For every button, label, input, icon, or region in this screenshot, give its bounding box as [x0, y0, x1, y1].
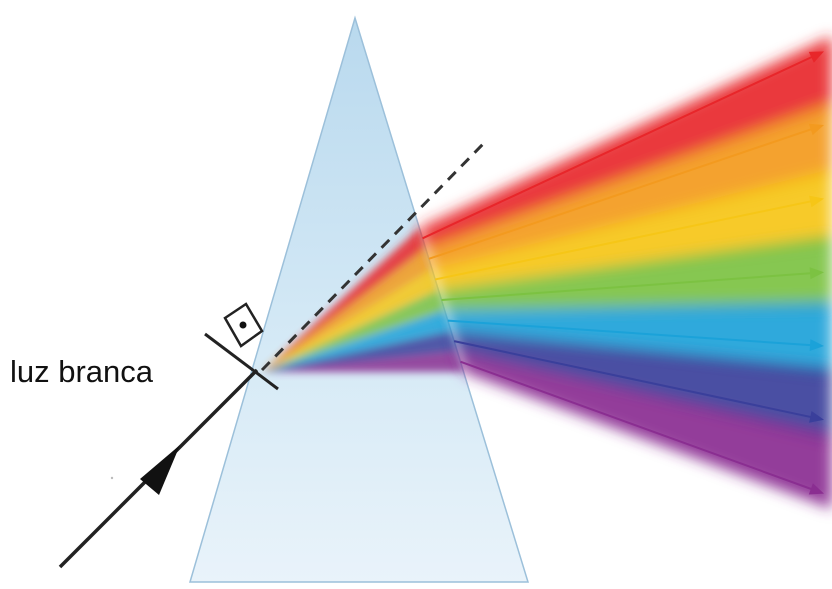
- spectrum-ray-line: [460, 360, 815, 491]
- spectrum-band-inner: [262, 351, 464, 372]
- spectrum-ray-arrowhead: [808, 51, 824, 63]
- white-light-label: luz branca: [10, 354, 154, 389]
- spectrum-band-inner: [262, 330, 458, 372]
- incident-ray-arrowhead: [140, 445, 180, 495]
- spectrum-ray-arrowhead: [809, 339, 824, 352]
- spectrum-ray-arrowhead: [808, 483, 824, 495]
- spectrum-ray-arrowhead: [809, 195, 824, 208]
- spectrum-band-inner: [262, 269, 439, 372]
- spectrum-beam: [419, 36, 832, 509]
- spectrum-band-inner: [262, 310, 451, 372]
- spectrum-band-outer: [419, 36, 832, 249]
- spectrum-band-outer: [457, 351, 832, 509]
- spectrum-ray-line: [441, 272, 815, 301]
- spectrum-rays: [422, 51, 824, 495]
- spectrum-ray-arrowhead: [809, 411, 824, 423]
- spectrum-band-outer: [444, 301, 832, 377]
- spectrum-ray-arrowhead: [808, 123, 824, 136]
- spectrum-band-outer: [438, 235, 832, 311]
- spectrum-band-inner: [262, 248, 433, 372]
- spectrum-ray-line: [434, 199, 815, 281]
- spectrum-band-outer: [425, 102, 832, 270]
- normal-line: [204, 332, 279, 391]
- spectrum-ray-line: [447, 319, 815, 347]
- spectrum-ray-line: [428, 127, 815, 260]
- spectrum-ray-line: [453, 340, 815, 419]
- right-angle-dot: [239, 321, 247, 329]
- spectrum-ray-arrowhead: [809, 267, 824, 280]
- spectrum-inside-prism: [262, 228, 464, 372]
- faint-dot: [110, 476, 114, 480]
- spectrum-band-inner: [262, 228, 426, 372]
- spectrum-ray-line: [422, 55, 815, 240]
- dashed-extension-line: [260, 140, 487, 372]
- spectrum-band-inner: [262, 289, 445, 372]
